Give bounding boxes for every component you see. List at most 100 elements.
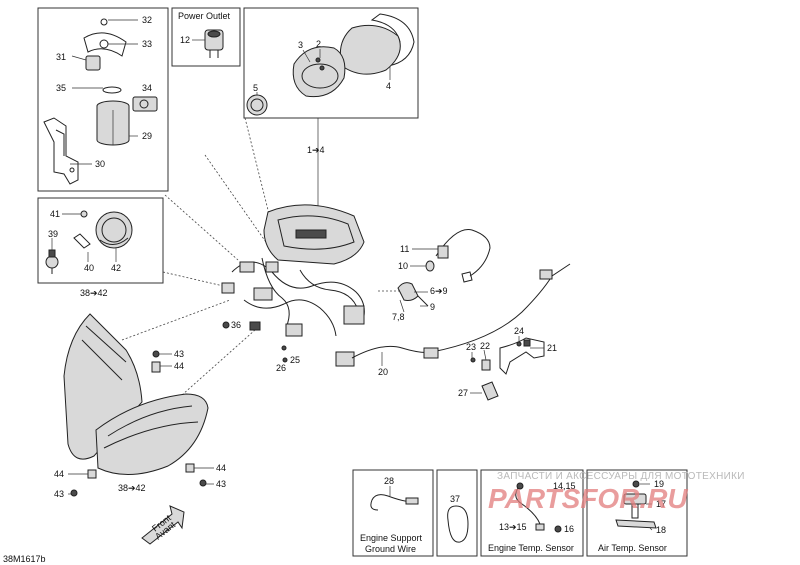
callout-39: 39 <box>48 229 58 239</box>
engine-support-label-line2: Ground Wire <box>365 544 416 554</box>
ground-wire-28 <box>370 486 419 511</box>
air-temp-sensor-title: Air Temp. Sensor <box>598 543 667 553</box>
bulb-39 <box>45 249 59 274</box>
callout-29: 29 <box>142 131 152 141</box>
lanyard-11 <box>435 229 491 283</box>
instrument-cluster <box>263 204 365 265</box>
callout-35: 35 <box>56 83 66 93</box>
callout-31: 31 <box>56 52 66 62</box>
callout-17: 17 <box>656 499 666 509</box>
screw-43-upper <box>152 350 160 358</box>
ring-10 <box>425 260 435 272</box>
callout-44-left: 44 <box>54 469 64 479</box>
power-outlet-box <box>171 7 241 67</box>
engine-temp-sensor-title: Engine Temp. Sensor <box>488 543 574 553</box>
drop-36 <box>222 321 230 329</box>
callout-34: 34 <box>142 83 152 93</box>
callout-36: 36 <box>231 320 241 330</box>
callout-3: 3 <box>298 40 303 50</box>
callout-10: 10 <box>398 261 408 271</box>
bracket-30 <box>43 117 79 185</box>
cover-42 <box>95 211 133 249</box>
bulb-41 <box>80 210 88 218</box>
callout-16: 16 <box>564 524 574 534</box>
clamp-37 <box>447 505 469 543</box>
power-outlet-title: Power Outlet <box>178 11 231 21</box>
screw-43-right <box>199 479 207 487</box>
callout-21: 21 <box>547 343 557 353</box>
callout-43-right: 43 <box>216 479 226 489</box>
callout-5: 5 <box>253 83 258 93</box>
callout-24: 24 <box>514 326 524 336</box>
callout-26: 26 <box>276 363 286 373</box>
callout-11: 11 <box>400 244 409 254</box>
callout-23: 23 <box>466 342 476 352</box>
headlight-bulb-box <box>37 197 164 284</box>
callout-6-to-9: 6➔9 <box>430 286 448 296</box>
filter-group-box <box>37 7 169 192</box>
callout-38-to-42-bottom: 38➔42 <box>118 483 146 493</box>
gauge-dial-5 <box>246 94 268 116</box>
callout-30: 30 <box>95 159 105 169</box>
air-temp-sensor-box <box>586 469 688 557</box>
screw-2 <box>315 57 325 71</box>
callout-2: 2 <box>316 39 321 49</box>
document-id: 38M1617b <box>3 554 46 564</box>
engine-support-ground-wire-box <box>352 469 434 557</box>
engine-temp-sensor-part <box>515 482 545 531</box>
callout-27: 27 <box>458 388 468 398</box>
screw-25 <box>281 345 287 351</box>
drop-16 <box>554 525 562 533</box>
watermark-logo: PARTSFOR.RU <box>488 483 688 514</box>
callout-33: 33 <box>142 39 152 49</box>
screw-23 <box>470 357 476 363</box>
callout-20: 20 <box>378 367 388 377</box>
callout-44-upper: 44 <box>174 361 184 371</box>
callout-25: 25 <box>290 355 300 365</box>
gauge-housing-3 <box>292 46 346 98</box>
nut-44-right <box>185 463 195 473</box>
callout-4: 4 <box>386 81 391 91</box>
power-outlet-part <box>204 29 224 58</box>
screw-26 <box>282 357 288 363</box>
clip-40 <box>73 233 91 249</box>
part-37-box <box>436 469 478 557</box>
callout-22: 22 <box>480 341 490 351</box>
engine-temp-sensor-box <box>480 469 584 557</box>
screw-43-left <box>70 489 78 497</box>
gauge-lens-4 <box>339 13 415 75</box>
nut-44-upper <box>151 361 161 373</box>
callout-7-8: 7,8 <box>392 312 405 322</box>
callout-43-left: 43 <box>54 489 64 499</box>
callout-40: 40 <box>84 263 94 273</box>
reference-lines <box>121 117 402 396</box>
watermark-tagline: ЗАПЧАСТИ И АКСЕССУАРЫ ДЛЯ МОТОТЕХНИКИ <box>497 471 745 482</box>
callout-37: 37 <box>450 494 460 504</box>
harness-20 <box>351 263 571 359</box>
engine-support-label-line1: Engine Support <box>360 533 423 543</box>
callout-28: 28 <box>384 476 394 486</box>
headlight-lens <box>95 393 209 476</box>
callout-32: 32 <box>142 15 152 25</box>
callout-42: 42 <box>111 263 121 273</box>
callout-13-to-15: 13➔15 <box>499 522 527 532</box>
callout-1-to-4: 1➔4 <box>307 145 325 155</box>
callout-43-upper: 43 <box>174 349 184 359</box>
nut-44-left <box>87 469 97 479</box>
bracket-21 <box>499 337 545 375</box>
air-temp-sensor-part <box>615 480 657 529</box>
callout-14-15: 14,15 <box>553 481 576 491</box>
callout-19: 19 <box>654 479 664 489</box>
sensor-22 <box>481 359 491 371</box>
canister-29 <box>96 100 130 146</box>
callout-18: 18 <box>656 525 666 535</box>
main-wiring-harness <box>221 257 365 367</box>
callout-41: 41 <box>50 209 60 219</box>
gauge-group-box <box>243 7 419 119</box>
callout-44-right: 44 <box>216 463 226 473</box>
callout-9: 9 <box>430 302 435 312</box>
screw-24 <box>516 341 522 347</box>
sensor-bracket-group <box>83 18 158 112</box>
key-switch-6-9 <box>397 282 429 307</box>
connector-27 <box>481 381 499 401</box>
